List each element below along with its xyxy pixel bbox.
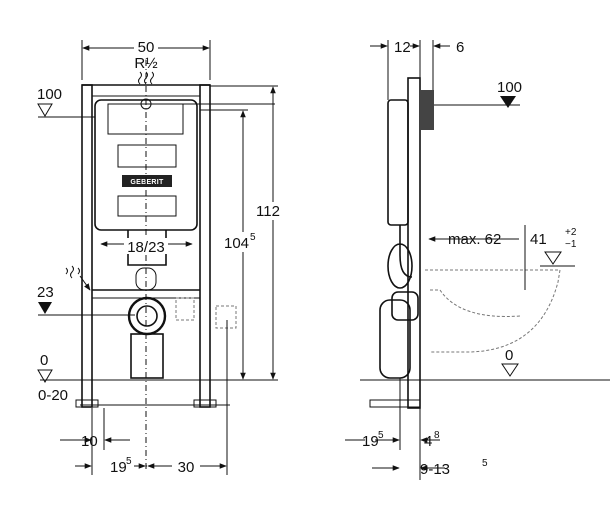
level-23-marker xyxy=(38,302,52,314)
dim-9-13-label: 9-13 xyxy=(420,461,450,478)
side-view: 12 6 100 max. 62 41 +2 −1 0 19 5 4 8 9-1… xyxy=(345,39,610,480)
drain-pipe xyxy=(130,333,164,379)
side-foot xyxy=(369,399,421,408)
water-symbol-top xyxy=(138,71,154,85)
side-level-100-label: 100 xyxy=(497,79,522,96)
side-flush-pipe xyxy=(399,225,413,278)
flush-pipe-label: 18/23 xyxy=(127,239,165,256)
height-total-label: 112 xyxy=(256,203,280,220)
side-level-100-marker xyxy=(500,96,516,108)
dim-9-13-sup: 5 xyxy=(482,458,488,469)
geberit-logo xyxy=(122,175,172,187)
dim-19-5-sup: 5 xyxy=(126,456,132,467)
side-level-0-label: 0 xyxy=(505,347,513,364)
actuator-plate-bottom xyxy=(117,195,177,217)
right-foot xyxy=(193,399,217,408)
side-flush-bend xyxy=(387,243,413,289)
tol-minus: −1 xyxy=(565,239,577,250)
front-view: GEBERIT 50 R½ 100 23 0 0 xyxy=(37,38,288,476)
drain-bend xyxy=(127,296,167,336)
level-100-label: 100 xyxy=(37,86,62,103)
wc-bowl xyxy=(425,269,561,353)
side-dim-19-5-sup: 5 xyxy=(378,430,384,441)
side-dim-19-5-label: 19 xyxy=(362,433,379,450)
side-level-0-marker xyxy=(501,363,519,377)
depth-6-label: 6 xyxy=(456,39,464,56)
level-0-marker xyxy=(37,369,53,383)
side-frame-post xyxy=(407,77,421,409)
water-connection-box xyxy=(175,297,195,321)
frame-right-post xyxy=(199,84,211,408)
level-0-label: 0 xyxy=(40,352,48,369)
logo-text: GEBERIT xyxy=(130,179,164,186)
actuator-plate-top xyxy=(117,144,177,168)
dim-4-8-label: 4 xyxy=(424,433,432,450)
water-symbol-left xyxy=(65,265,80,279)
height-41-marker xyxy=(544,251,562,265)
max-62-label: max. 62 xyxy=(448,231,501,248)
height-inner-sup: 5 xyxy=(250,232,256,243)
drain-inner xyxy=(136,305,158,327)
floor-range-label: 0-20 xyxy=(38,387,68,404)
wall-panel xyxy=(420,90,434,130)
left-foot xyxy=(75,399,99,408)
width-label: 50 xyxy=(138,39,155,56)
connection-label: R½ xyxy=(134,55,158,72)
level-100-marker xyxy=(37,103,53,117)
depth-12-label: 12 xyxy=(394,39,411,56)
side-drain-bend xyxy=(391,291,419,321)
side-drain xyxy=(379,299,411,379)
dim-19-5-label: 19 xyxy=(110,459,127,476)
electric-box xyxy=(215,305,237,329)
side-cistern xyxy=(387,99,409,226)
tol-plus: +2 xyxy=(565,227,577,238)
frame-left-post xyxy=(81,84,93,408)
height-41-label: 41 xyxy=(530,231,547,248)
dim-4-8-sup: 8 xyxy=(434,430,440,441)
level-23-label: 23 xyxy=(37,284,54,301)
dim-10-label: 10 xyxy=(81,433,98,450)
dim-30-label: 30 xyxy=(178,459,195,476)
height-inner-label: 104 xyxy=(224,235,249,252)
